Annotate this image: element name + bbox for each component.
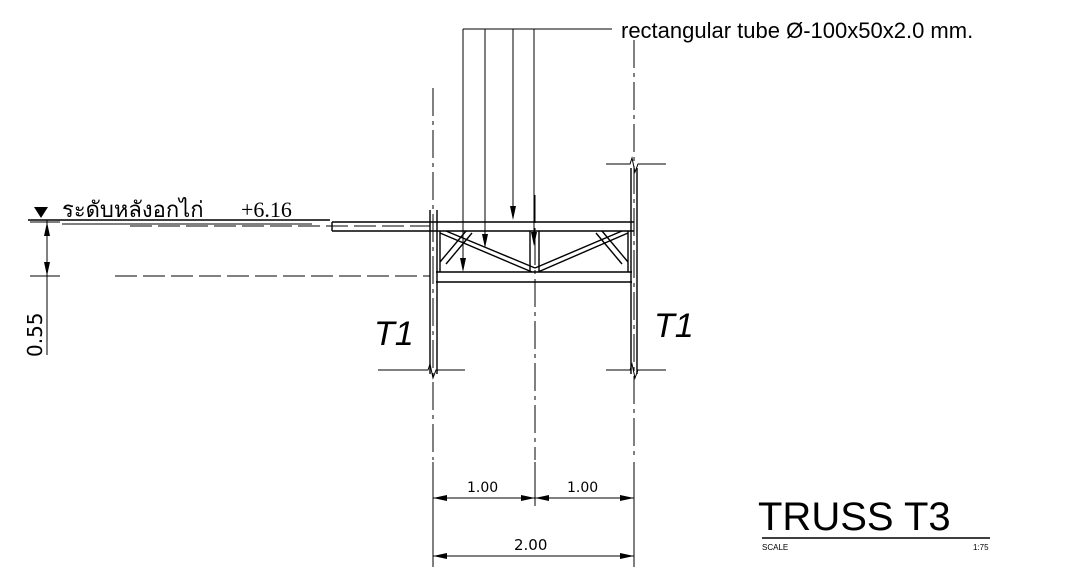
drawing-title: TRUSS T3 bbox=[758, 495, 951, 539]
right-column bbox=[606, 156, 666, 380]
level-label: ระดับหลังอกไก่ bbox=[62, 197, 204, 222]
height-dim-text: 0.55 bbox=[23, 312, 47, 357]
horizontal-dimensions: 1.00 1.00 2.00 bbox=[432, 462, 635, 567]
right-column-break-top-icon bbox=[606, 156, 666, 174]
dim-arrow-a2-icon bbox=[521, 495, 535, 501]
dim-left-half-text: 1.00 bbox=[467, 480, 498, 496]
title-block: TRUSS T3 SCALE 1:75 bbox=[758, 495, 990, 552]
level-marker: ระดับหลังอกไก่ +6.16 bbox=[28, 197, 330, 225]
level-lines bbox=[115, 225, 430, 277]
truss-body bbox=[331, 221, 634, 283]
dim-arrow-b2-icon bbox=[620, 495, 634, 501]
callout-arrow-4-icon bbox=[531, 232, 537, 246]
callout-arrow-1-icon bbox=[460, 258, 466, 272]
dim-right-half-text: 1.00 bbox=[567, 480, 598, 496]
height-arrow-up-icon bbox=[44, 222, 50, 236]
left-diagonal-2b bbox=[445, 232, 473, 265]
left-truss-tag: T1 bbox=[374, 315, 414, 353]
level-value: +6.16 bbox=[241, 197, 292, 222]
right-diagonal-1a bbox=[537, 232, 629, 273]
right-diagonal-2a bbox=[601, 230, 629, 263]
member-callout-text: rectangular tube Ø-100x50x2.0 mm. bbox=[621, 18, 973, 43]
height-arrow-down-icon bbox=[44, 262, 50, 276]
scale-label: SCALE bbox=[762, 543, 788, 552]
height-dimension: 0.55 bbox=[23, 220, 60, 357]
dim-arrow-b1-icon bbox=[535, 495, 549, 501]
dim-arrow-c1-icon bbox=[433, 553, 447, 559]
level-triangle-icon bbox=[34, 207, 48, 218]
left-diagonal-1b bbox=[445, 230, 536, 269]
left-column bbox=[378, 210, 465, 380]
dim-total-text: 2.00 bbox=[514, 536, 547, 554]
right-diagonal-2b bbox=[595, 232, 623, 265]
left-diagonal-2a bbox=[439, 230, 467, 263]
scale-value: 1:75 bbox=[973, 543, 989, 552]
dim-arrow-c2-icon bbox=[620, 553, 634, 559]
callout-arrow-3-icon bbox=[510, 206, 516, 220]
callout-arrow-2-icon bbox=[482, 234, 488, 248]
right-truss-tag: T1 bbox=[654, 307, 694, 345]
dim-arrow-a1-icon bbox=[433, 495, 447, 501]
right-column-break-bottom-icon bbox=[606, 362, 666, 380]
left-diagonal-1a bbox=[439, 232, 533, 273]
member-callout: rectangular tube Ø-100x50x2.0 mm. bbox=[460, 18, 973, 272]
left-column-break-bottom-icon bbox=[378, 362, 465, 380]
